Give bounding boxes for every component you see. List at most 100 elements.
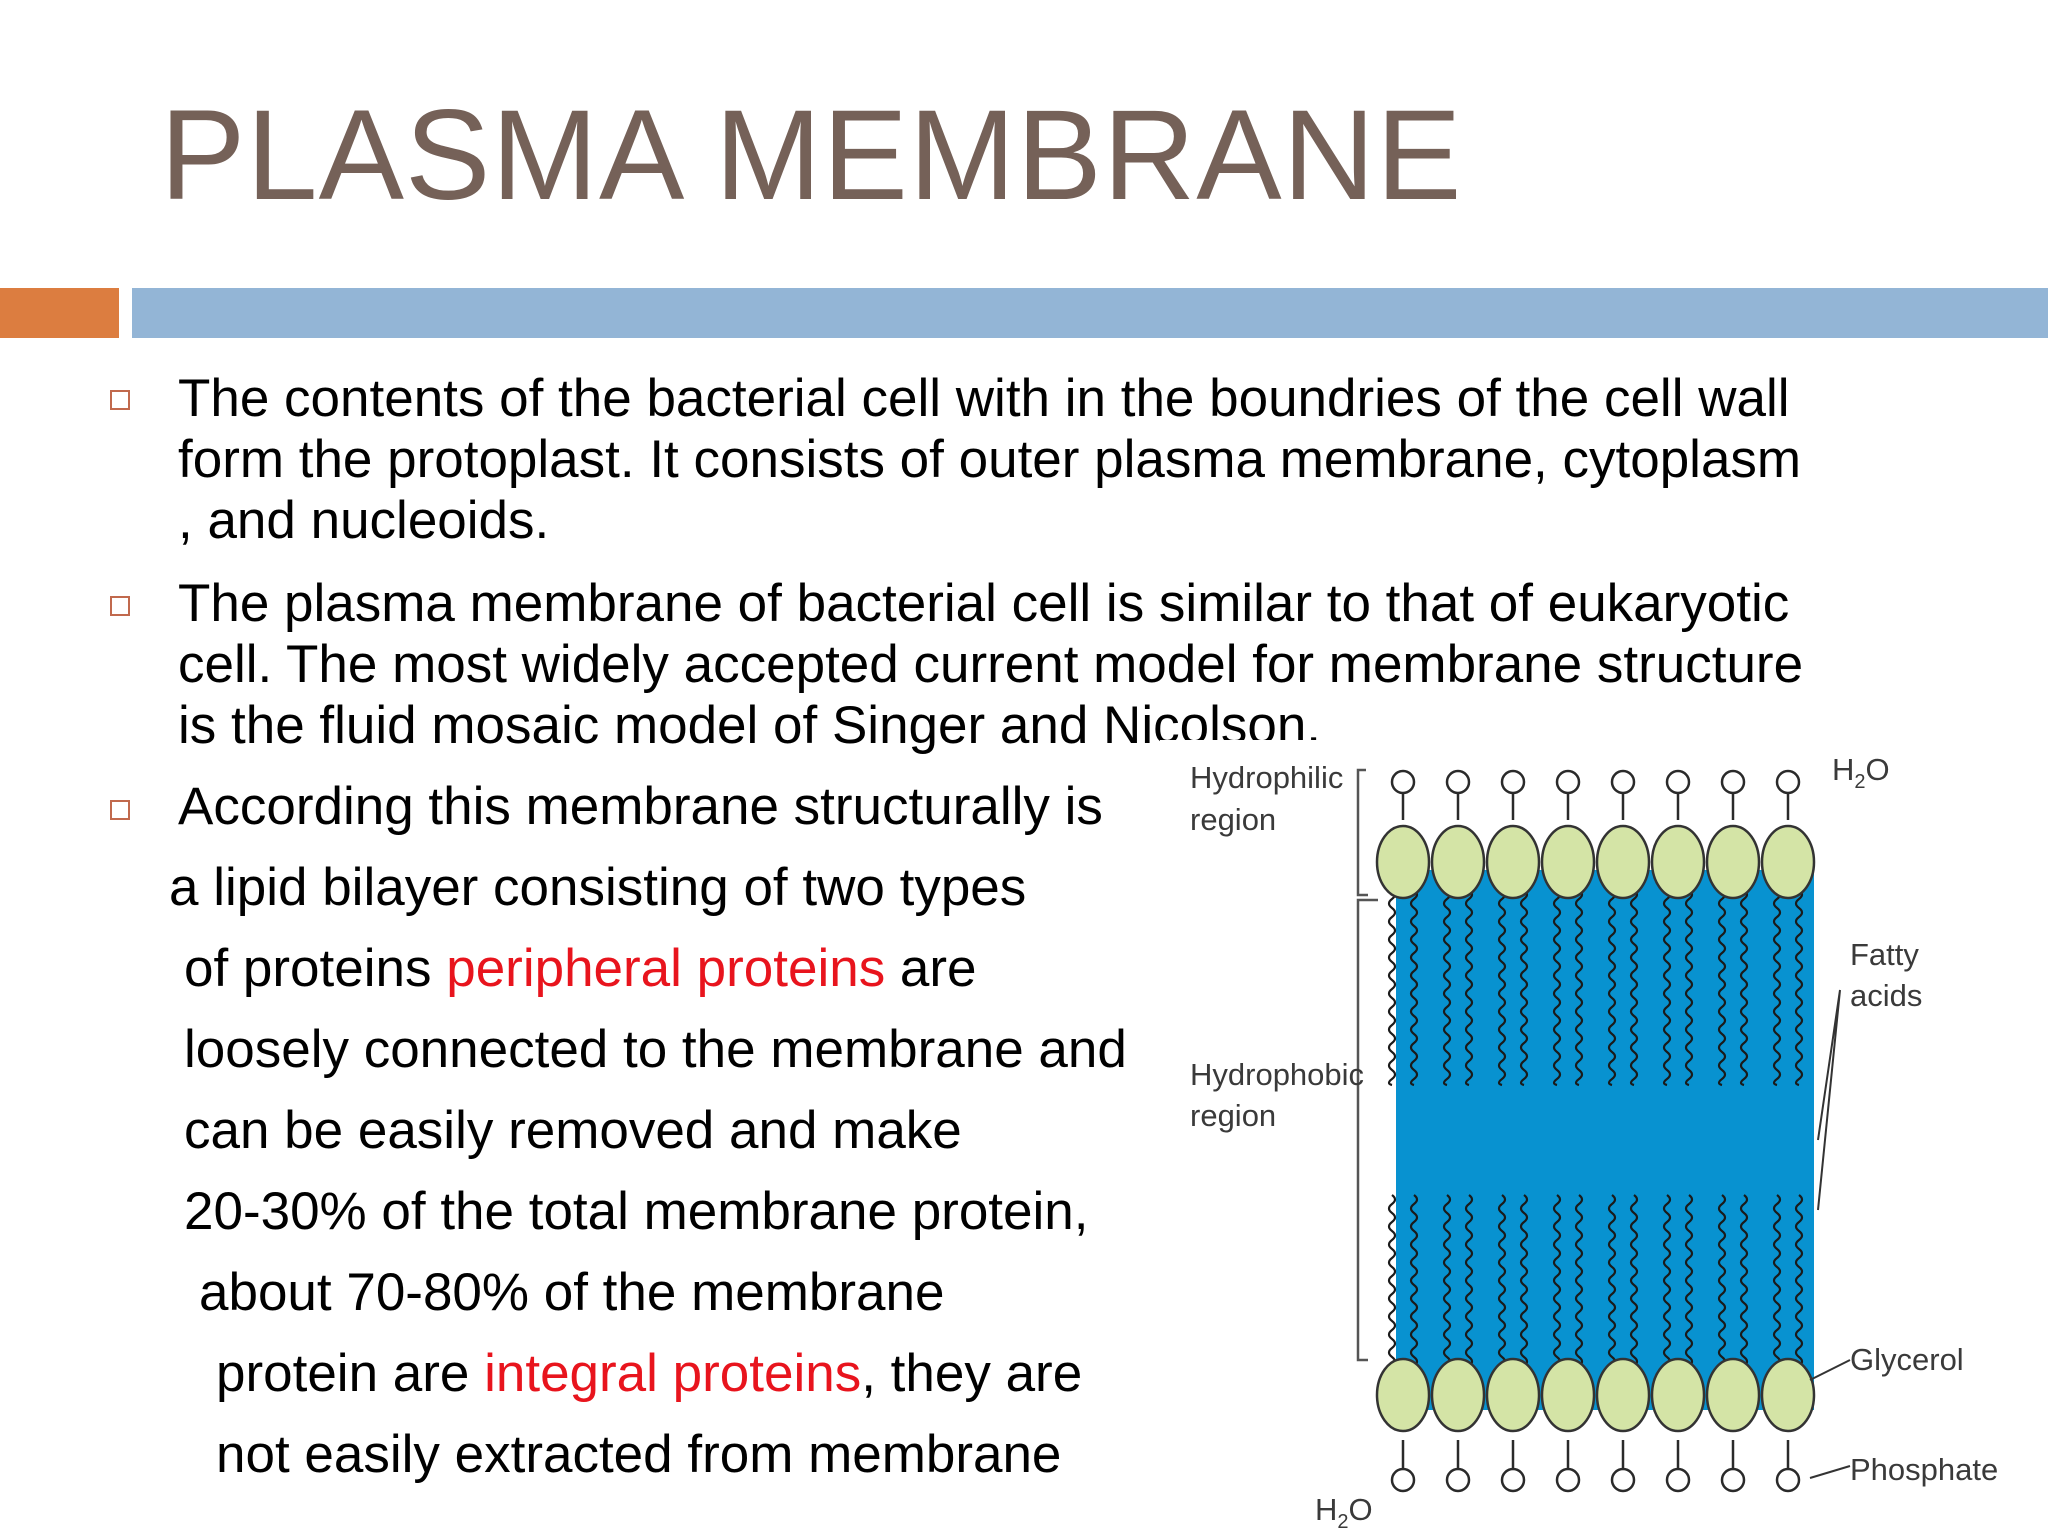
fatty-acid-tail (1464, 889, 1474, 1087)
fatty-acid-tail (1794, 1194, 1804, 1392)
phosphate-group (1390, 769, 1416, 795)
paragraph-1-line-2: form the protoplast. It consists of oute… (178, 430, 1802, 489)
glycerol-head (1375, 1357, 1431, 1433)
phosphate-group (1390, 1467, 1416, 1493)
phosphate-group (1500, 769, 1526, 795)
title-accent-bar-orange (0, 288, 119, 338)
glycerol-head (1540, 1357, 1596, 1433)
glycerol-head (1375, 824, 1431, 900)
title-accent-bar-blue (132, 288, 2048, 338)
fatty-acid-tail (1387, 889, 1397, 1087)
glycerol-leader (1809, 1359, 1851, 1381)
fatty-acid-tail (1717, 889, 1727, 1087)
hollow-square-bullet-icon (110, 596, 130, 616)
phosphate-group (1555, 1467, 1581, 1493)
glycerol-head (1540, 824, 1596, 900)
integral-proteins-highlight: integral proteins (484, 1344, 862, 1403)
glycerol-head (1595, 824, 1651, 900)
hollow-square-bullet-icon (110, 390, 130, 410)
fatty-acids-leader (1817, 989, 1841, 1211)
fatty-acid-tail (1629, 1194, 1639, 1392)
paragraph-1-line-1: The contents of the bacterial cell with … (178, 369, 1790, 428)
fatty-acid-tail (1662, 889, 1672, 1087)
hollow-square-bullet-icon (110, 800, 130, 820)
fatty-acid-tail (1794, 889, 1804, 1087)
paragraph-3-line-1: According this membrane structurally is (178, 777, 1103, 836)
phosphate-group (1720, 769, 1746, 795)
fatty-acid-tail (1684, 1194, 1694, 1392)
fatty-acid-tail (1739, 889, 1749, 1087)
glycerol-head (1705, 824, 1761, 900)
glycerol-head (1595, 1357, 1651, 1433)
fatty-acid-tail (1772, 889, 1782, 1087)
phosphate-group (1665, 769, 1691, 795)
phosphate-leader (1809, 1465, 1851, 1479)
fatty-acid-tail (1552, 889, 1562, 1087)
glycerol-head (1760, 1357, 1816, 1433)
fatty-acid-tail (1464, 1194, 1474, 1392)
paragraph-3-line-5: can be easily removed and make (184, 1101, 962, 1160)
phosphate-group (1665, 1467, 1691, 1493)
paragraph-1: The contents of the bacterial cell with … (178, 368, 1938, 551)
fatty-acid-tail (1497, 889, 1507, 1087)
hydrophilic-label-1: Hydrophilic (1190, 760, 1343, 795)
water-bottom-label: H2O (1315, 1492, 1373, 1530)
glycerol-head (1760, 824, 1816, 900)
phosphate-group (1445, 1467, 1471, 1493)
glycerol-head (1485, 1357, 1541, 1433)
paragraph-3-line-8: protein are integral proteins, they are (216, 1344, 1083, 1403)
glycerol-head (1705, 1357, 1761, 1433)
hydrophilic-label-2: region (1190, 802, 1276, 837)
paragraph-3-line-4: loosely connected to the membrane and (184, 1020, 1127, 1079)
glycerol-head (1485, 824, 1541, 900)
lipid-bilayer-diagram: Hydrophilic region Hydrophobic region H2… (1160, 740, 2010, 1530)
paragraph-3-line-9: not easily extracted from membrane (216, 1425, 1062, 1484)
hydrophobic-label-2: region (1190, 1098, 1276, 1133)
glycerol-head (1430, 1357, 1486, 1433)
phosphate-group (1445, 769, 1471, 795)
fatty-acid-tail (1519, 1194, 1529, 1392)
paragraph-1-line-3: , and nucleoids. (178, 491, 550, 550)
lipid-heads (1375, 769, 1816, 1493)
fatty-acid-tail (1409, 889, 1419, 1087)
hydrophobic-label-1: Hydrophobic (1190, 1057, 1364, 1092)
paragraph-2-line-3: is the fluid mosaic model of Singer and … (178, 696, 1322, 755)
glycerol-head (1430, 824, 1486, 900)
phosphate-group (1610, 1467, 1636, 1493)
fatty-acid-tail (1574, 1194, 1584, 1392)
paragraph-3-line-6: 20-30% of the total membrane protein, (184, 1182, 1089, 1241)
glycerol-head (1650, 1357, 1706, 1433)
fatty-acid-tail (1409, 1194, 1419, 1392)
paragraph-3: According this membrane structurally is … (169, 777, 1127, 1484)
water-top-label: H2O (1832, 752, 1890, 793)
phosphate-group (1610, 769, 1636, 795)
peripheral-proteins-highlight: peripheral proteins (446, 939, 886, 998)
paragraph-2-line-1: The plasma membrane of bacterial cell is… (178, 574, 1790, 633)
fatty-acid-tail (1519, 889, 1529, 1087)
phosphate-group (1775, 1467, 1801, 1493)
slide-title: PLASMA MEMBRANE (160, 84, 1463, 227)
paragraph-2-line-2: cell. The most widely accepted current m… (178, 635, 1804, 694)
fatty-acid-tail (1574, 889, 1584, 1087)
phosphate-label: Phosphate (1850, 1452, 1998, 1487)
phosphate-group (1775, 769, 1801, 795)
glycerol-label: Glycerol (1850, 1342, 1964, 1377)
paragraph-2: The plasma membrane of bacterial cell is… (178, 573, 1938, 756)
hydrophilic-bracket (1356, 768, 1368, 897)
fatty-acid-tail (1442, 889, 1452, 1087)
paragraph-3-line-3: of proteins peripheral proteins are (184, 939, 977, 998)
glycerol-head (1650, 824, 1706, 900)
membrane-core (1396, 870, 1814, 1410)
phosphate-group (1555, 769, 1581, 795)
hydrophobic-bracket (1356, 898, 1378, 1362)
paragraph-3-line-2: a lipid bilayer consisting of two types (169, 858, 1027, 917)
fatty-acid-tail (1629, 889, 1639, 1087)
fatty-acids-label-2: acids (1850, 978, 1922, 1013)
fatty-acid-tail (1607, 889, 1617, 1087)
phosphate-group (1720, 1467, 1746, 1493)
phosphate-group (1500, 1467, 1526, 1493)
paragraph-3-line-7: about 70-80% of the membrane (199, 1263, 945, 1322)
fatty-acid-tail (1684, 889, 1694, 1087)
fatty-acids-label-1: Fatty (1850, 937, 1919, 972)
fatty-acid-tail (1739, 1194, 1749, 1392)
